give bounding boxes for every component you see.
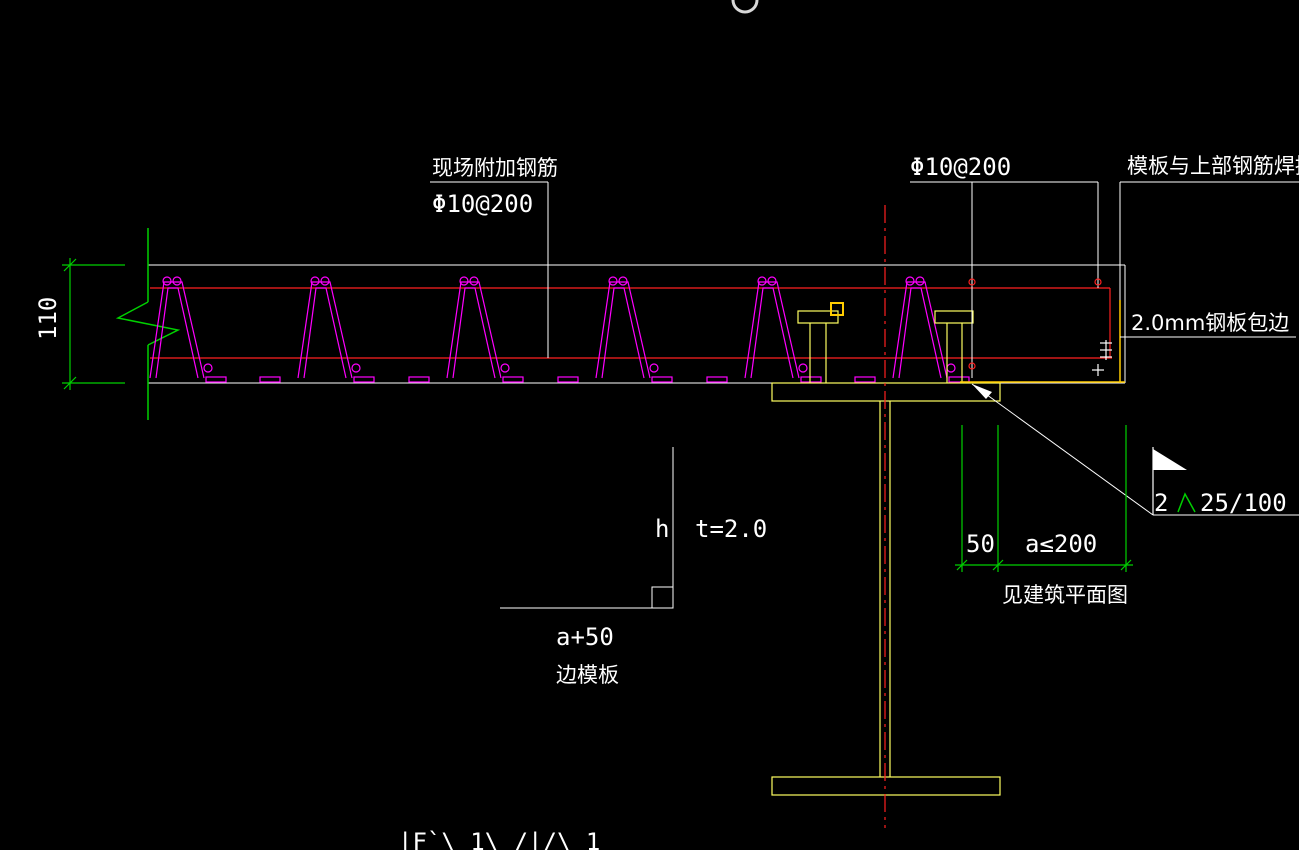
site-rebar-label: 现场附加钢筋 xyxy=(432,156,558,180)
rebar-dots xyxy=(968,278,1102,370)
shear-studs xyxy=(797,310,974,383)
slab-thickness-label: 110 xyxy=(34,297,62,340)
edge-weld-marks xyxy=(1092,340,1112,376)
truss-girder xyxy=(259,276,375,383)
edge-form-label: 边模板 xyxy=(556,663,619,687)
weld-spacing-label: 25/100 xyxy=(1200,489,1287,517)
steel-edge-label: 2.0mm钢板包边 xyxy=(1131,311,1289,335)
edge-form-detail xyxy=(500,447,674,609)
rebar-lines xyxy=(150,287,1112,359)
leader-arrow xyxy=(972,384,992,399)
truss-girder xyxy=(557,276,673,383)
rebar-spec-left: Φ10@200 xyxy=(432,190,533,218)
truss-girder xyxy=(854,276,970,383)
truss-girders xyxy=(149,276,970,383)
see-plan-label: 见建筑平面图 xyxy=(1002,583,1128,607)
left-break-line xyxy=(115,228,181,420)
weld-symbol xyxy=(1152,447,1196,515)
rebar-spec-right: Φ10@200 xyxy=(910,153,1011,181)
h-label: h xyxy=(655,515,669,543)
top-circle-artifact xyxy=(731,0,759,14)
selection-grip[interactable] xyxy=(830,302,844,316)
t-label: t=2.0 xyxy=(695,515,767,543)
dim-a-label: a≤200 xyxy=(1025,530,1097,558)
truss-girder xyxy=(706,276,822,383)
thickness-dimension xyxy=(62,258,125,390)
slab-outline xyxy=(148,264,1126,383)
bottom-partial-label: |F`\ 1\ /|/\ 1 xyxy=(398,828,600,850)
truss-girder xyxy=(149,276,227,383)
steel-beam xyxy=(771,382,1001,796)
truss-girder xyxy=(408,276,524,383)
weld-size-label: 2 xyxy=(1154,489,1168,517)
edge-plate xyxy=(960,300,1125,383)
a-plus-50-label: a+50 xyxy=(556,623,614,651)
formwork-weld-label: 模板与上部钢筋焊接 xyxy=(1127,154,1299,178)
support-dimension xyxy=(955,425,1133,572)
leader-lines xyxy=(430,181,1299,516)
dim-50-label: 50 xyxy=(966,530,995,558)
